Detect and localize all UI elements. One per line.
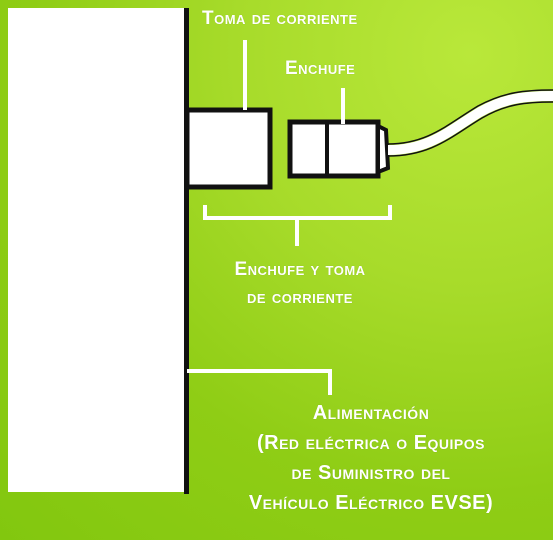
plug-and-outlet-line-2: de corriente — [247, 287, 353, 308]
outlet-box — [184, 107, 273, 190]
power-leader — [187, 369, 332, 395]
bracket — [203, 205, 392, 246]
wall-edge-line — [184, 8, 189, 494]
plug-label: Enchufe — [285, 58, 356, 79]
plug-shape — [287, 119, 391, 179]
power-supply-line-4: Vehículo Eléctrico EVSE) — [248, 492, 494, 514]
cable — [387, 89, 553, 157]
plug-and-outlet-label: Enchufe y toma de corriente — [200, 256, 400, 312]
plug-and-outlet-line-1: Enchufe y toma — [234, 259, 366, 280]
outlet-label: Toma de corriente — [202, 8, 358, 29]
power-supply-line-1: Alimentación — [312, 402, 430, 424]
power-supply-line-2: (Red eléctrica o Equipos — [256, 432, 486, 454]
wall-panel — [8, 8, 184, 492]
power-supply-label: Alimentación (Red eléctrica o Equipos de… — [190, 398, 552, 518]
power-supply-line-3: de Suministro del — [291, 462, 451, 484]
